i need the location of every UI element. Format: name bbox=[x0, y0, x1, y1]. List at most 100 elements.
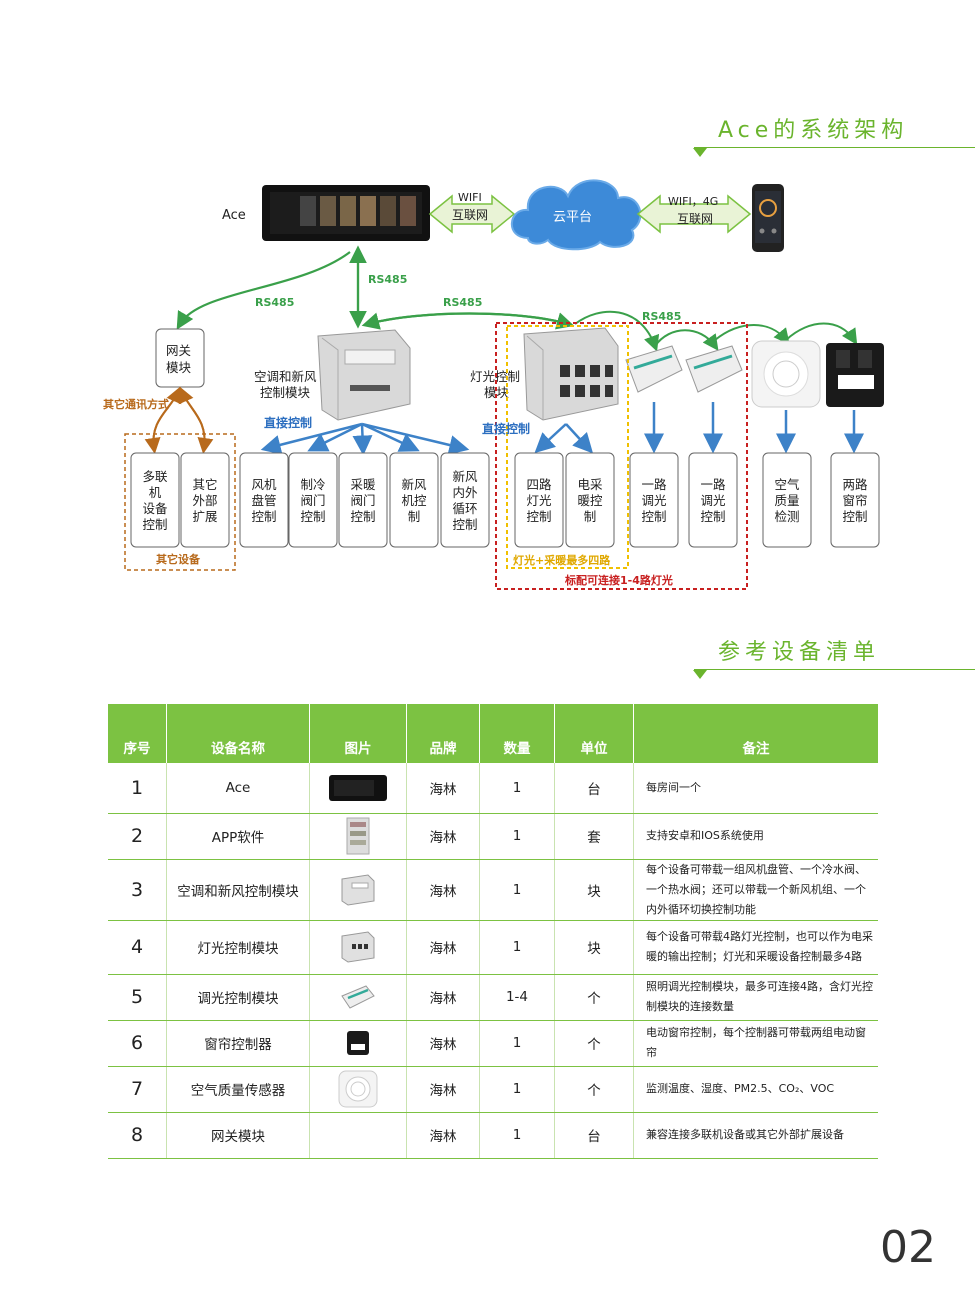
row-unit: 台 bbox=[554, 763, 634, 814]
gateway-box bbox=[155, 328, 205, 388]
row-unit: 个 bbox=[554, 974, 634, 1021]
row-unit: 个 bbox=[554, 1020, 634, 1067]
control-box-6 bbox=[389, 452, 439, 548]
row-qty: 1 bbox=[479, 1020, 555, 1067]
device-thumbnail bbox=[338, 1070, 378, 1108]
row-brand: 海林 bbox=[406, 974, 480, 1021]
row-brand: 海林 bbox=[406, 763, 480, 814]
dimmer-module-image-1 bbox=[625, 345, 683, 393]
architecture-title-rule bbox=[694, 147, 975, 148]
control-box-9-line-2: 暖控 bbox=[577, 493, 603, 508]
row-note: 监测温度、湿度、PM2.5、CO₂、VOC bbox=[633, 1066, 878, 1113]
row-image bbox=[309, 1066, 407, 1113]
control-box-6-line-3: 制 bbox=[408, 509, 421, 524]
row-note: 兼容连接多联机设备或其它外部扩展设备 bbox=[633, 1112, 878, 1159]
wifi-left-label: WIFI bbox=[458, 191, 482, 204]
row-name: 窗帘控制器 bbox=[166, 1020, 310, 1067]
control-box-8-line-3: 控制 bbox=[526, 509, 551, 524]
row-no: 8 bbox=[108, 1112, 167, 1159]
other-devices-group bbox=[124, 433, 236, 571]
architecture-title: Ace的系统架构 bbox=[718, 118, 909, 143]
curtain-controller-image bbox=[826, 343, 884, 407]
control-box-4 bbox=[288, 452, 338, 548]
row-name: 灯光控制模块 bbox=[166, 920, 310, 975]
row-no: 2 bbox=[108, 813, 167, 860]
row-brand: 海林 bbox=[406, 1112, 480, 1159]
control-box-4-line-3: 控制 bbox=[300, 509, 325, 524]
dimmer-module-image-2 bbox=[685, 345, 743, 393]
header-no: 序号 bbox=[108, 704, 167, 763]
header-qty: 数量 bbox=[479, 704, 555, 763]
row-unit: 套 bbox=[554, 813, 634, 860]
row-no: 5 bbox=[108, 974, 167, 1021]
row-unit: 台 bbox=[554, 1112, 634, 1159]
row-image bbox=[309, 813, 407, 860]
control-box-13-line-3: 控制 bbox=[842, 509, 867, 524]
light-standard-label: 标配可连接1-4路灯光 bbox=[564, 573, 673, 587]
control-box-12-line-3: 检测 bbox=[774, 509, 799, 524]
control-box-5-line-3: 控制 bbox=[350, 509, 375, 524]
ace-label: Ace bbox=[222, 208, 246, 223]
hvac-module-image bbox=[317, 329, 411, 421]
control-box-11-line-1: 一路 bbox=[700, 477, 726, 492]
row-qty: 1 bbox=[479, 763, 555, 814]
row-unit: 块 bbox=[554, 920, 634, 975]
light-module-image bbox=[523, 327, 619, 421]
control-box-1-line-1: 多联 bbox=[142, 469, 168, 484]
device-thumbnail bbox=[341, 931, 375, 963]
internet-left-label: 互联网 bbox=[452, 208, 488, 222]
device-thumbnail bbox=[347, 1031, 369, 1055]
control-box-3-line-1: 风机 bbox=[251, 477, 277, 492]
control-box-8-line-1: 四路 bbox=[526, 477, 552, 492]
row-brand: 海林 bbox=[406, 920, 480, 975]
light-module-label-2: 模块 bbox=[484, 385, 510, 400]
row-unit: 块 bbox=[554, 859, 634, 921]
control-box-12-line-1: 空气 bbox=[774, 477, 800, 492]
row-note: 每个设备可带载一组风机盘管、一个冷水阀、一个热水阀；还可以带载一个新风机组、一个… bbox=[633, 859, 878, 921]
control-box-9-line-1: 电采 bbox=[577, 477, 603, 492]
internet-right-label: 互联网 bbox=[677, 212, 713, 226]
row-name: 空调和新风控制模块 bbox=[166, 859, 310, 921]
page-number: 02 bbox=[880, 1222, 936, 1273]
row-brand: 海林 bbox=[406, 1020, 480, 1067]
rs485-label-b: RS485 bbox=[255, 296, 294, 309]
control-box-13-line-1: 两路 bbox=[842, 477, 868, 492]
row-no: 1 bbox=[108, 763, 167, 814]
control-box-2-line-2: 外部 bbox=[192, 493, 217, 508]
hvac-module-label-2: 控制模块 bbox=[260, 385, 311, 400]
row-qty: 1 bbox=[479, 920, 555, 975]
control-box-12 bbox=[762, 452, 812, 548]
row-name: Ace bbox=[166, 763, 310, 814]
control-box-13-line-2: 窗帘 bbox=[842, 493, 867, 508]
device-list-title-marker bbox=[693, 670, 707, 679]
control-box-12-line-2: 质量 bbox=[774, 493, 799, 508]
direct-control-label-2: 直接控制 bbox=[482, 421, 530, 436]
gateway-label-2: 模块 bbox=[166, 360, 192, 375]
control-box-2-line-1: 其它 bbox=[192, 477, 217, 492]
system-architecture-diagram: Ace WIFI 互联网 云平台 WIFI，4G 互联网 RS485 RS485… bbox=[103, 179, 884, 590]
control-box-1-line-3: 设备 bbox=[142, 501, 168, 516]
row-name: 调光控制模块 bbox=[166, 974, 310, 1021]
row-no: 3 bbox=[108, 859, 167, 921]
row-no: 4 bbox=[108, 920, 167, 975]
row-image bbox=[309, 859, 407, 921]
row-image bbox=[309, 920, 407, 975]
control-box-8-line-2: 灯光 bbox=[526, 493, 551, 508]
control-box-11 bbox=[688, 452, 738, 548]
device-list-title-rule bbox=[694, 669, 975, 670]
air-sensor-image bbox=[751, 340, 821, 408]
control-box-10-line-1: 一路 bbox=[641, 477, 667, 492]
rs485-label-a: RS485 bbox=[368, 273, 407, 286]
control-box-5-line-2: 阀门 bbox=[350, 493, 375, 508]
other-comm-label: 其它通讯方式 bbox=[103, 397, 169, 411]
control-box-9 bbox=[565, 452, 615, 548]
control-box-10-line-2: 调光 bbox=[641, 493, 666, 508]
row-brand: 海林 bbox=[406, 813, 480, 860]
control-box-3-line-3: 控制 bbox=[251, 509, 276, 524]
cloud-platform bbox=[510, 179, 642, 251]
row-note: 电动窗帘控制，每个控制器可带载两组电动窗帘 bbox=[633, 1020, 878, 1067]
ace-panel-image bbox=[262, 185, 430, 241]
